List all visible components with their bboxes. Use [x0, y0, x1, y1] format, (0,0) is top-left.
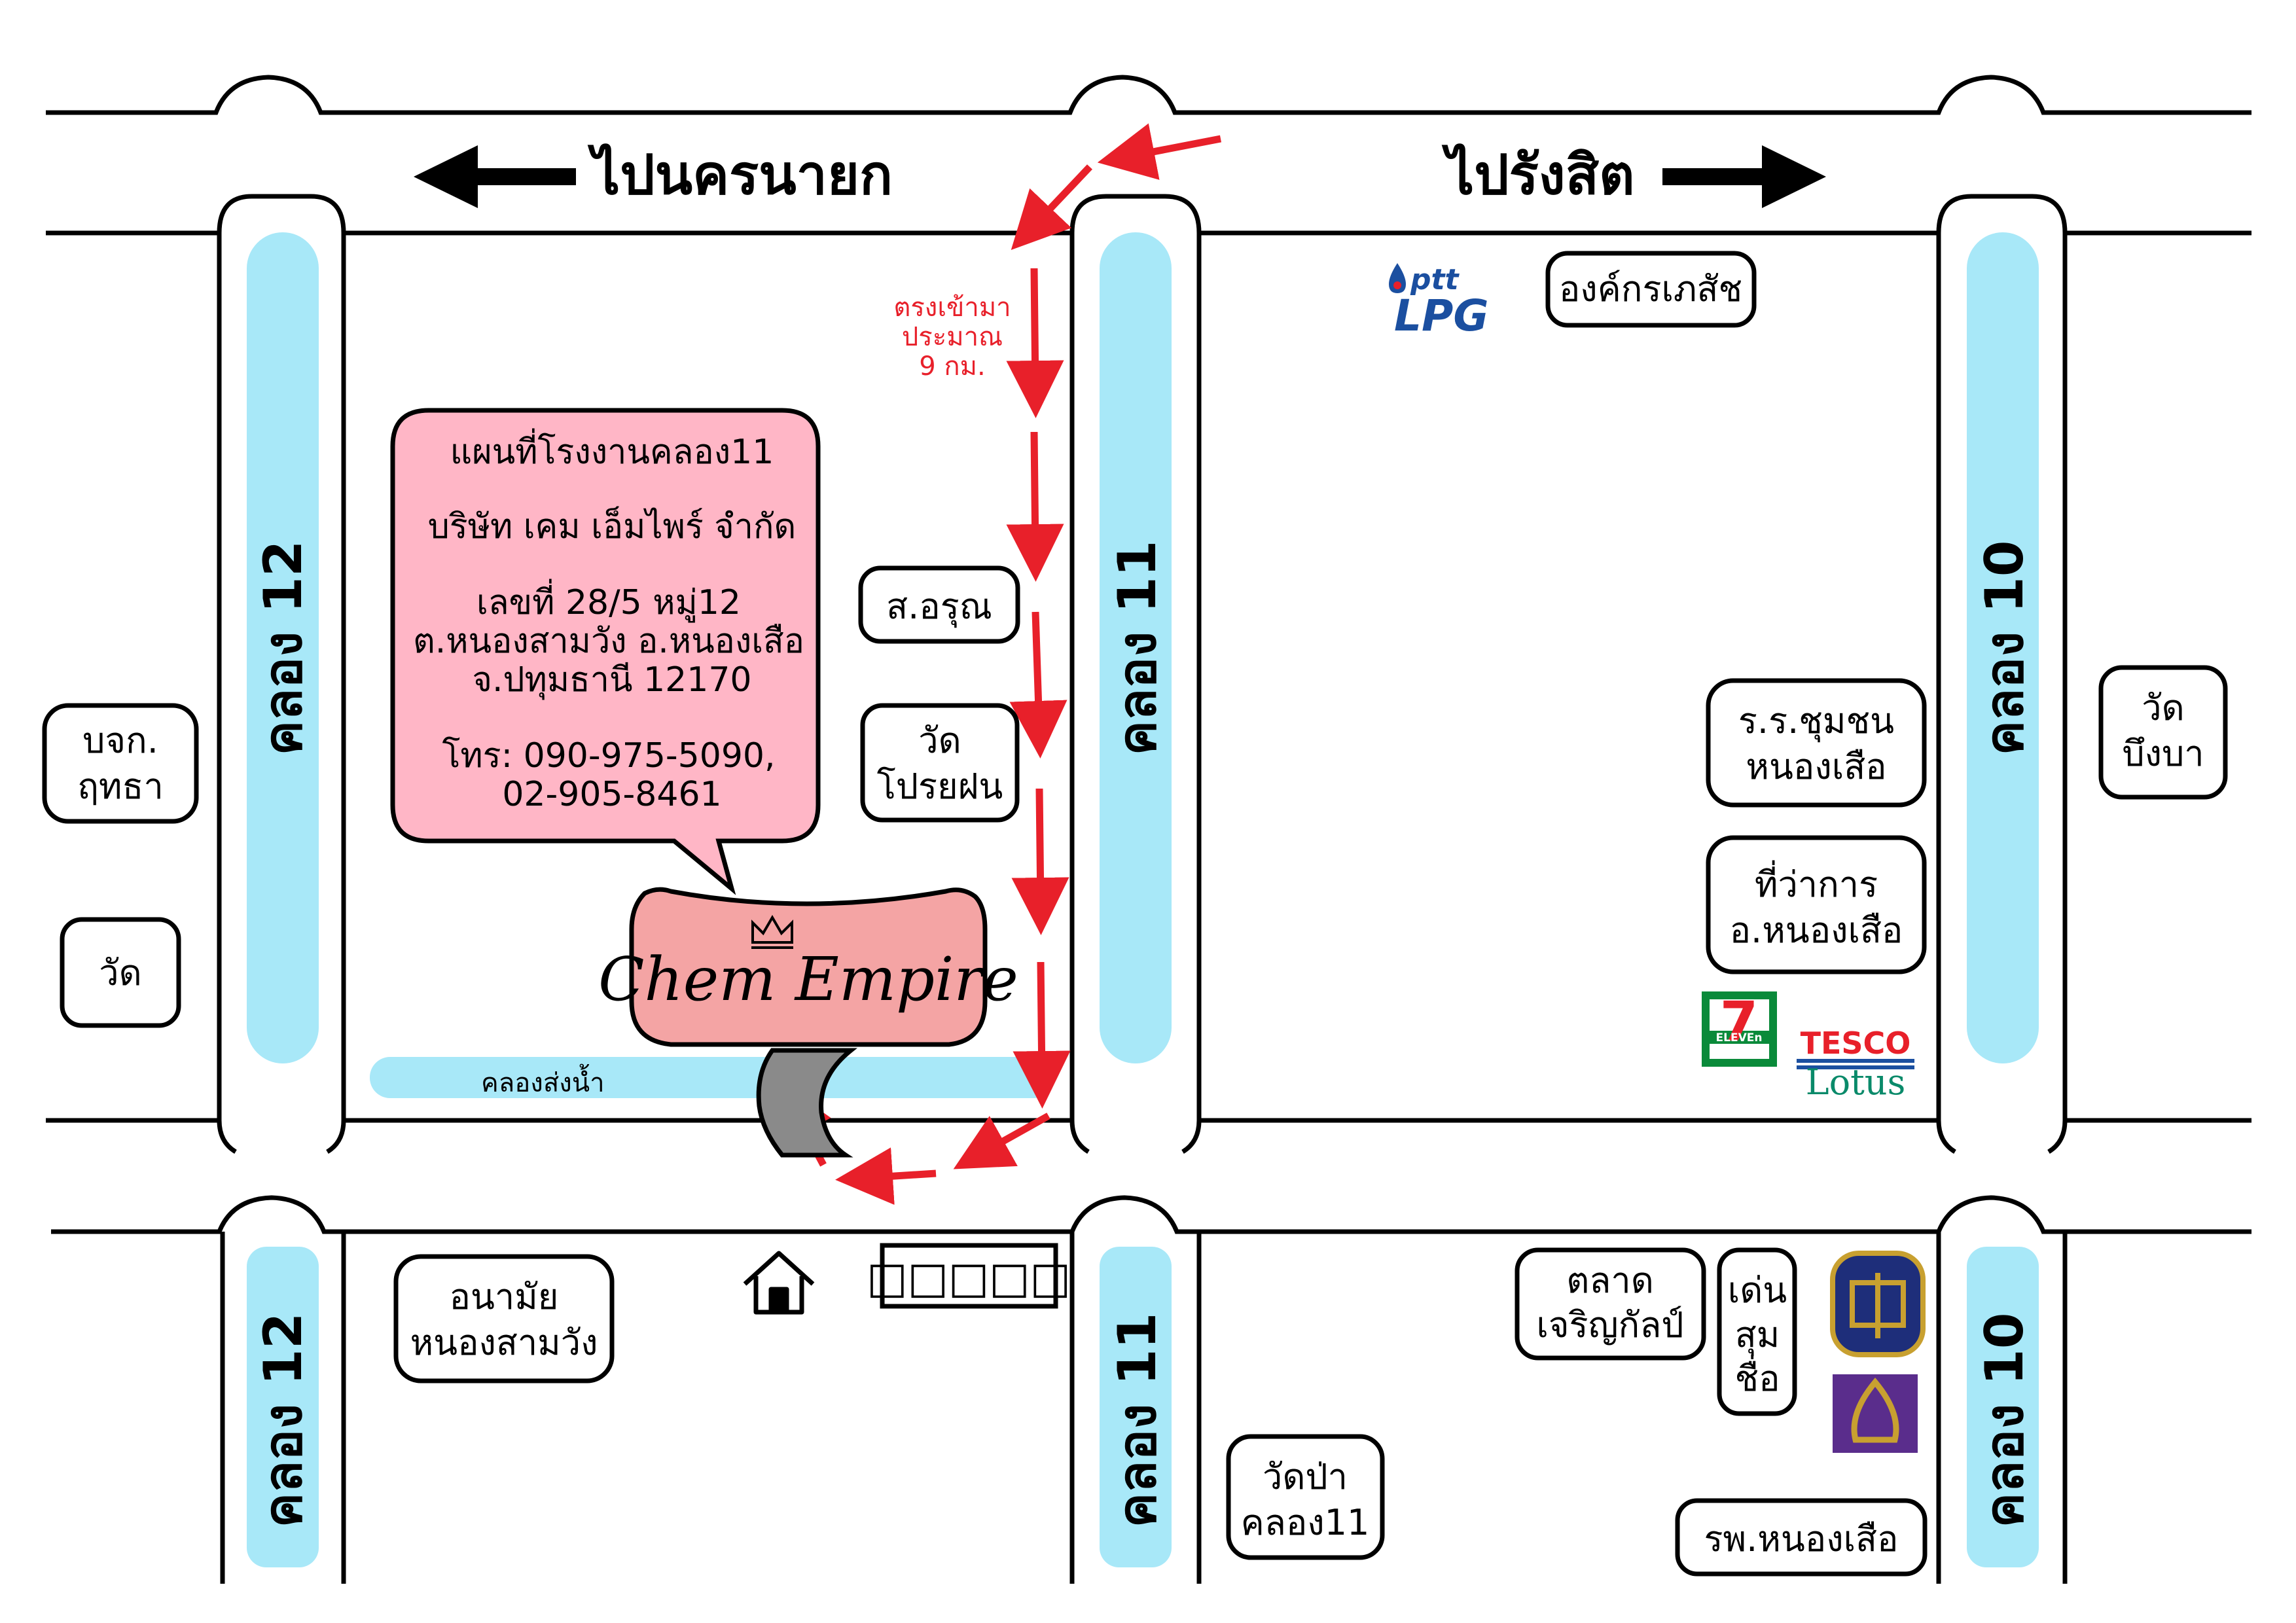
info-company: บริษัท เคม เอ็มไพร์ จำกัด [428, 507, 796, 546]
place-market [1515, 1247, 1706, 1361]
place-wat-proi-line-1: วัด [918, 720, 961, 761]
canal-k10-bottom-label: คลอง 10 [1974, 1313, 2035, 1528]
seven-eleven-number: 7 [1720, 990, 1758, 1054]
sign-box-text: □□□□□ [867, 1253, 1071, 1303]
ptt-brand-text: ptt [1410, 263, 1460, 296]
place-market-line-1: ตลาด [1566, 1260, 1654, 1301]
tesco-stripes [1797, 1059, 1914, 1069]
place-anamai-line-1: อนามัย [450, 1276, 559, 1317]
route-note-line-2: ประมาณ [902, 322, 1003, 352]
place-anamai-line-2: หนองสามวัง [410, 1322, 598, 1363]
top-road [46, 75, 2251, 236]
place-sor-arun [858, 565, 1020, 644]
place-hospital [1675, 1498, 1928, 1577]
canal-k12-bottom-water [247, 1247, 319, 1567]
route-note-line-1: ตรงเข้ามา [893, 293, 1011, 323]
place-school-line-2: หนองเสือ [1746, 746, 1886, 787]
canal-banks-top [217, 194, 2068, 1154]
place-hospital-label: รพ.หนองเสือ [1704, 1518, 1899, 1560]
route-note-line-3: 9 กม. [919, 351, 985, 382]
info-phone-2: 02-905-8461 [502, 775, 721, 814]
factory-logo-text: Chem Empire [598, 944, 1018, 1014]
place-wat-proi-fon [860, 703, 1020, 823]
canal-k12-top-label: คลอง 12 [253, 541, 314, 756]
info-address-1: เลขที่ 28/5 หมู่12 [476, 579, 741, 623]
canal-banks-bottom [220, 1232, 2068, 1584]
lotus-brand-text: Lotus [1806, 1061, 1906, 1103]
factory-entrance-lane [756, 1048, 857, 1158]
place-org-pharma-label: องค์กรเภสัช [1559, 268, 1742, 310]
right-arrow-icon [1662, 145, 1826, 208]
info-address-3: จ.ปทุมธานี 12170 [473, 660, 752, 700]
middle-road [46, 1118, 2251, 1234]
left-arrow-icon [414, 145, 576, 208]
place-wat-bueng-line-1: วัด [2142, 687, 2184, 728]
place-bjk-line-1: บจก. [82, 720, 158, 761]
sign-box [880, 1243, 1058, 1309]
place-district-line-2: อ.หนองเสือ [1730, 910, 1903, 951]
place-anamai [393, 1254, 615, 1383]
info-address-2: ต.หนองสามวัง อ.หนองเสือ [413, 622, 804, 661]
canal-k10-bottom-water [1967, 1247, 2039, 1567]
place-wat-proi-line-2: โปรยฝน [877, 766, 1003, 807]
canal-k10-top-label: คลอง 10 [1974, 541, 2035, 756]
place-den-line-2: สุม [1735, 1314, 1780, 1357]
place-wat-pa [1226, 1434, 1385, 1560]
canal-k10-top-water [1967, 232, 2039, 1063]
seven-eleven-sub: ELEVEn [1716, 1031, 1763, 1044]
place-district-line-1: ที่ว่าการ [1755, 860, 1878, 905]
info-title: แผนที่โรงงานคลอง11 [450, 428, 774, 472]
info-phone-1: โทร: 090-975-5090, [442, 736, 775, 776]
canal-k11-top-water [1100, 232, 1172, 1063]
place-sor-arun-label: ส.อรุณ [886, 586, 992, 628]
irrigation-canal-water [370, 1057, 1054, 1098]
place-org-pharma [1545, 251, 1757, 328]
place-school [1706, 678, 1927, 808]
seven-eleven-logo [1702, 991, 1777, 1067]
canal-k11-bottom-water [1100, 1247, 1172, 1567]
canal-k12-bottom-label: คลอง 12 [253, 1313, 314, 1528]
place-district-office [1706, 835, 1927, 974]
direction-nakhon-nayok: ไปนครนายก [587, 143, 893, 207]
info-bubble [390, 408, 821, 895]
canal-k12-top-water [247, 232, 319, 1063]
irrigation-canal-label: คลองส่งน้ำ [481, 1063, 605, 1098]
place-den-sum-chue [1717, 1247, 1797, 1416]
place-den-line-1: เด่น [1728, 1270, 1787, 1311]
canal-k11-bottom-label: คลอง 11 [1107, 1313, 1168, 1528]
crown-icon [751, 915, 793, 949]
bank-logo-icon [1830, 1251, 1926, 1357]
place-wat-left-label: วัด [99, 952, 141, 993]
direction-rangsit: ไปรังสิต [1441, 143, 1635, 207]
scb-bank-logo-icon [1833, 1374, 1918, 1453]
place-school-line-1: ร.ร.ชุมชน [1738, 700, 1894, 743]
place-wat-bueng-line-2: บึงบา [2122, 733, 2204, 774]
place-market-line-2: เจริญกัลป์ [1536, 1304, 1683, 1346]
factory-logo-badge [629, 887, 988, 1047]
ptt-lpg-logo [1389, 263, 1406, 293]
place-wat-bueng-ba [2098, 665, 2228, 800]
place-bjk-rittha [42, 703, 199, 824]
place-wat-pa-line-2: คลอง11 [1241, 1502, 1370, 1543]
house-icon [743, 1251, 815, 1315]
lpg-brand-text: LPG [1394, 291, 1489, 341]
place-den-line-3: ชื่อ [1734, 1354, 1780, 1399]
place-wat-pa-line-1: วัดป่า [1263, 1456, 1348, 1497]
place-bjk-line-2: ฤทธา [77, 766, 164, 807]
canal-k11-top-label: คลอง 11 [1107, 541, 1168, 756]
tesco-brand-text: TESCO [1801, 1026, 1911, 1061]
place-wat-left [60, 917, 181, 1028]
